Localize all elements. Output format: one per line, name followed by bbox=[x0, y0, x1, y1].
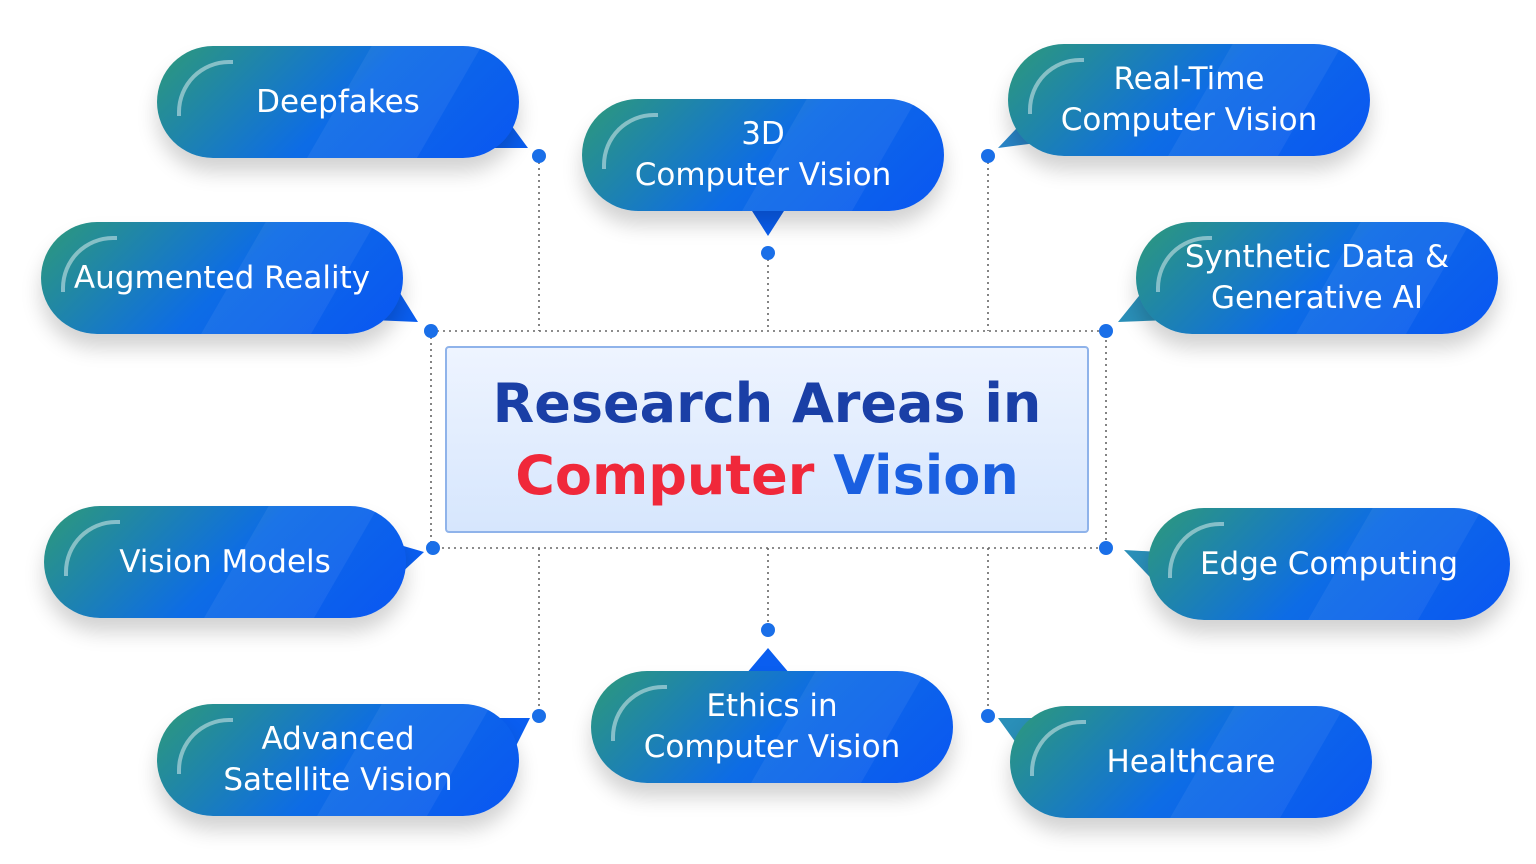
area-bubble-healthcare: Healthcare bbox=[1010, 706, 1372, 818]
area-bubble-ethics: Ethics in Computer Vision bbox=[591, 671, 953, 783]
title-line-1: Research Areas in bbox=[492, 371, 1042, 435]
area-label-line1: Healthcare bbox=[1106, 743, 1276, 780]
dot-satellite bbox=[532, 709, 546, 723]
area-label-line2: Satellite Vision bbox=[223, 762, 453, 798]
area-label-line2: Computer Vision bbox=[643, 729, 901, 765]
title-word-vision: Vision bbox=[833, 443, 1019, 507]
dot-vision-models bbox=[426, 541, 440, 555]
dot-healthcare bbox=[981, 709, 995, 723]
area-label-line1: Ethics in bbox=[706, 688, 838, 724]
dot-synthetic bbox=[1099, 324, 1113, 338]
dot-3d bbox=[761, 246, 775, 260]
area-label-line1: Edge Computing bbox=[1199, 545, 1459, 582]
area-bubble-3d-computer-vision: 3D Computer Vision bbox=[582, 99, 944, 211]
dot-deepfakes bbox=[532, 149, 546, 163]
area-label-line1: Real-Time bbox=[1113, 61, 1265, 97]
area-label-line2: Computer Vision bbox=[1060, 102, 1318, 138]
area-bubble-advanced-satellite-vision: Advanced Satellite Vision bbox=[157, 704, 519, 816]
area-bubble-deepfakes: Deepfakes bbox=[157, 46, 519, 158]
diagram-title: Research Areas in Computer Vision bbox=[445, 346, 1089, 533]
area-bubble-augmented-reality: Augmented Reality bbox=[41, 222, 403, 334]
area-bubble-edge-computing: Edge Computing bbox=[1148, 508, 1510, 620]
title-line-2: Computer Vision bbox=[515, 440, 1019, 512]
dot-real-time bbox=[981, 149, 995, 163]
area-label-line2: Computer Vision bbox=[634, 157, 892, 193]
area-bubble-real-time-computer-vision: Real-Time Computer Vision bbox=[1008, 44, 1370, 156]
tail-ethics bbox=[746, 648, 790, 674]
center-frame bbox=[430, 330, 1107, 549]
title-word-computer: Computer bbox=[515, 443, 815, 507]
dot-ethics bbox=[761, 623, 775, 637]
dot-augmented bbox=[424, 324, 438, 338]
dot-edge bbox=[1099, 541, 1113, 555]
area-label-line1: Deepfakes bbox=[256, 83, 420, 120]
area-label-line1: Advanced bbox=[261, 721, 415, 757]
area-label-line1: Augmented Reality bbox=[73, 259, 371, 296]
area-bubble-vision-models: Vision Models bbox=[44, 506, 406, 618]
area-label-line1: 3D bbox=[741, 116, 785, 152]
area-bubble-synthetic-data: Synthetic Data & Generative AI bbox=[1136, 222, 1498, 334]
area-label-line1: Vision Models bbox=[119, 543, 331, 580]
area-label-line2: Generative AI bbox=[1211, 280, 1423, 316]
area-label-line1: Synthetic Data & bbox=[1184, 239, 1450, 275]
